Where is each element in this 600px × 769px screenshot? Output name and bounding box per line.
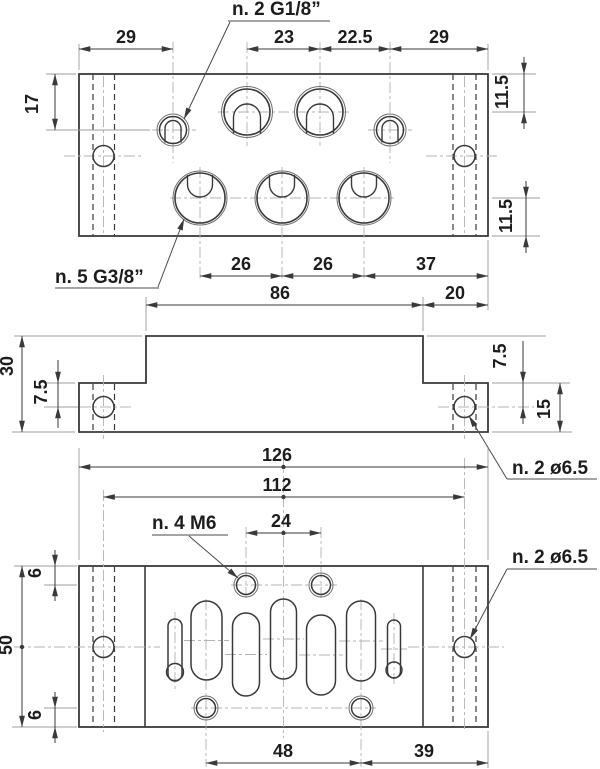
mounting-hole xyxy=(92,395,115,419)
port-g38 xyxy=(256,172,308,224)
dim-text: 26 xyxy=(231,254,251,274)
dim-text: 11.5 xyxy=(496,199,516,233)
port-g38 xyxy=(338,172,390,224)
slot xyxy=(305,614,337,696)
port-g18-counterbore xyxy=(156,113,190,147)
dim-text: 29 xyxy=(116,27,136,47)
port-thread-arc xyxy=(232,103,262,134)
label-large-ports: n. 5 G3/8” xyxy=(55,267,144,288)
port-thread-arc xyxy=(350,175,378,198)
leader-line xyxy=(183,21,231,120)
dim-text: 6 xyxy=(25,568,45,578)
dim-text: 15 xyxy=(534,399,554,419)
thread-hole-m6 xyxy=(235,574,257,596)
mounting-hole xyxy=(92,635,115,659)
dim-text: 22.5 xyxy=(337,27,372,47)
top-view-plate xyxy=(78,73,489,237)
thread-hole-outline xyxy=(193,695,219,721)
front-view xyxy=(78,335,534,439)
port-thread-arc xyxy=(381,119,399,143)
leader-line xyxy=(188,535,239,579)
dim-text: 29 xyxy=(429,27,449,47)
dim-text: 20 xyxy=(445,283,465,303)
label-small-ports: n. 2 G1/8” xyxy=(232,0,321,20)
port-g38-counterbore xyxy=(294,86,346,138)
label-front-holes: n. 2 ø6.5 xyxy=(512,458,588,479)
port-g18 xyxy=(375,115,405,145)
slot-end-hole xyxy=(165,662,185,682)
thread-hole-outline xyxy=(348,695,374,721)
port-g38 xyxy=(296,88,344,136)
mounting-hole xyxy=(453,635,476,659)
dim-text: 50 xyxy=(0,635,16,655)
thread-hole-outline xyxy=(308,572,334,598)
dim-text: 6 xyxy=(25,710,45,720)
slot xyxy=(190,600,223,681)
dim-center-dot xyxy=(281,530,286,536)
port-g38-counterbore xyxy=(221,86,273,138)
dim-text: 23 xyxy=(274,27,294,47)
label-thread-holes: n. 4 M6 xyxy=(152,513,216,534)
dim-text: 86 xyxy=(270,283,290,303)
port-g38-counterbore xyxy=(336,170,392,226)
mounting-hole xyxy=(453,395,476,419)
port-thread-arc xyxy=(164,119,182,143)
dim-text: 37 xyxy=(416,254,436,274)
port-g38-counterbore xyxy=(254,170,310,226)
leader-line xyxy=(468,415,508,480)
front-view-dims: 86 20 30 7.5 7.5 15 n. 2 ø6.5 xyxy=(0,283,597,480)
port-g38-counterbore xyxy=(172,170,228,226)
bottom-view xyxy=(14,456,504,767)
dim-text: 39 xyxy=(414,741,434,761)
bottom-view-dims: 126 112 24 6 50 6 48 39 n. 4 M6 n. 2 ø6.… xyxy=(0,445,597,768)
dim-text: 7.5 xyxy=(31,379,51,404)
port-thread-arc xyxy=(305,103,335,134)
slot-end-hole xyxy=(385,661,403,679)
leader-line xyxy=(469,568,508,640)
dim-text: 126 xyxy=(262,445,292,465)
dim-text: 7.5 xyxy=(490,343,510,368)
top-view-dims: 29 23 22.5 29 17 11.5 11.5 26 26 37 n. 2… xyxy=(22,0,540,310)
port-g38 xyxy=(174,172,226,224)
dim-center-dot xyxy=(19,644,25,650)
thread-hole-m6 xyxy=(350,697,372,719)
top-view xyxy=(64,42,500,281)
dim-center-dot xyxy=(281,464,286,470)
slot xyxy=(231,612,261,697)
port-thread-arc xyxy=(186,175,214,198)
dim-text: 17 xyxy=(22,94,42,114)
dim-text: 24 xyxy=(271,511,291,531)
dim-text: 11.5 xyxy=(492,75,512,109)
thread-hole-outline xyxy=(233,572,259,598)
mounting-hole xyxy=(92,144,115,168)
mounting-hole xyxy=(453,144,476,168)
dim-text: 112 xyxy=(262,475,291,495)
leader-line xyxy=(157,218,185,288)
port-g38 xyxy=(223,88,271,136)
port-g18-counterbore xyxy=(373,113,407,147)
port-thread-arc xyxy=(268,175,296,198)
thread-hole-m6 xyxy=(195,697,217,719)
dim-center-dot xyxy=(281,494,286,500)
dim-text: 26 xyxy=(313,254,333,274)
slot xyxy=(345,600,377,682)
dim-text: 48 xyxy=(273,741,293,761)
front-view-profile xyxy=(78,335,489,433)
port-g18 xyxy=(158,115,188,145)
label-bottom-holes: n. 2 ø6.5 xyxy=(512,547,588,568)
slot xyxy=(269,598,298,680)
dim-text: 30 xyxy=(0,356,17,376)
thread-hole-m6 xyxy=(310,574,332,596)
